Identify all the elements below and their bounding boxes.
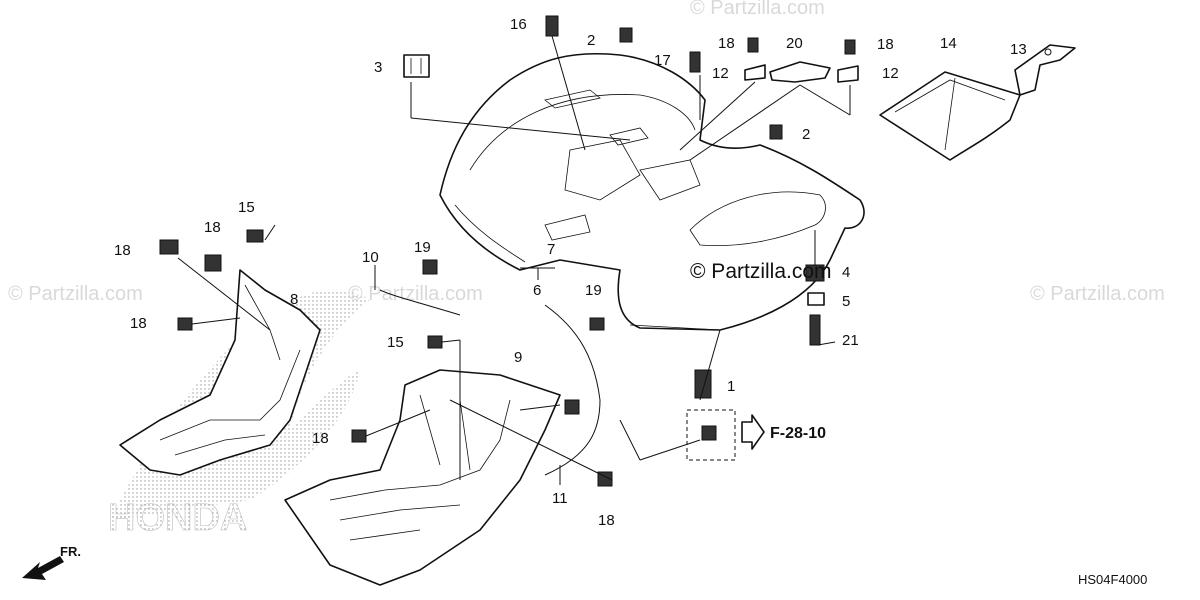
callout-1: 1: [727, 378, 735, 395]
watermark-right: © Partzilla.com: [1030, 283, 1165, 305]
callout-18-mid: 18: [130, 315, 147, 332]
watermark-left: © Partzilla.com: [8, 283, 143, 305]
callout-20: 20: [786, 35, 803, 52]
callout-15-center: 15: [387, 334, 404, 351]
callout-9: 9: [514, 349, 522, 366]
front-direction-label: FR.: [60, 544, 81, 559]
part-11-cable: [544, 304, 601, 476]
callout-18-upper: 18: [204, 219, 221, 236]
callout-12-right: 12: [882, 65, 899, 82]
callout-15-left: 15: [238, 199, 255, 216]
callout-6: 6: [533, 282, 541, 299]
part-10-cable: [379, 289, 461, 316]
diagram-code: HS04F4000: [1078, 572, 1147, 587]
callout-19-right: 19: [585, 282, 602, 299]
callout-19-left: 19: [414, 239, 431, 256]
rear-fender: [439, 52, 865, 331]
front-direction-arrow: FR.: [22, 544, 81, 580]
callout-18-top: 18: [718, 35, 735, 52]
reference-arrow[interactable]: F-28-10: [741, 414, 826, 450]
part-20-plate: [769, 61, 831, 83]
reference-label: F-28-10: [770, 425, 826, 442]
callout-2-right: 2: [802, 126, 810, 143]
watermark-mid-left: © Partzilla.com: [348, 283, 483, 305]
honda-logo-text: HONDA: [108, 497, 247, 539]
part-9-footwell: [284, 369, 561, 586]
callout-4: 4: [842, 264, 850, 281]
callout-8: 8: [290, 291, 298, 308]
callout-11: 11: [552, 490, 568, 507]
part-14-panel: [879, 71, 1021, 161]
callout-12-left: 12: [712, 65, 729, 82]
part-13-bracket: [1014, 44, 1076, 96]
callout-21: 21: [842, 332, 859, 349]
callout-18-left: 18: [114, 242, 131, 259]
callout-7: 7: [547, 241, 555, 258]
callout-3: 3: [374, 59, 382, 76]
callout-14: 14: [940, 35, 957, 52]
callouts: 1 2 2 3 4 5 6 7 8 9 10 11 12 12 13 14 15…: [114, 16, 1027, 529]
leader-lines: [177, 35, 851, 485]
part-3-clip: [403, 54, 430, 78]
callout-18-center: 18: [312, 430, 329, 447]
center-watermark: © Partzilla.com: [690, 260, 832, 283]
fasteners: [159, 15, 859, 487]
callout-17: 17: [654, 52, 671, 69]
callout-5: 5: [842, 293, 850, 310]
callout-13: 13: [1010, 41, 1027, 58]
callout-10: 10: [362, 249, 379, 266]
watermark-top: © Partzilla.com: [690, 0, 825, 19]
callout-18-bottom: 18: [598, 512, 615, 529]
callout-2-top: 2: [587, 32, 595, 49]
callout-16: 16: [510, 16, 527, 33]
callout-18-topright: 18: [877, 36, 894, 53]
